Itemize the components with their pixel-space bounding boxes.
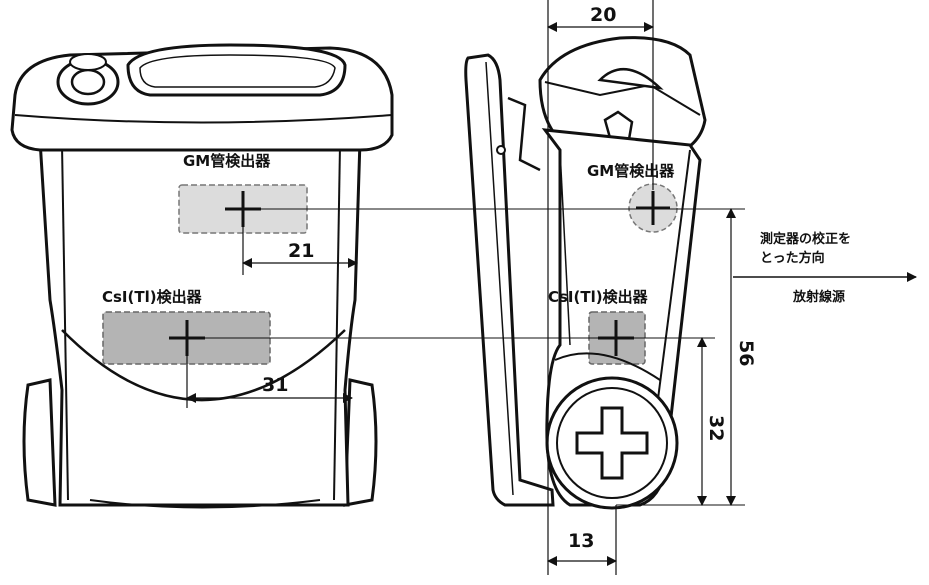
front-csi-label: CsI(Tl)検出器 [102, 288, 203, 306]
side-clip-hinge [507, 96, 541, 172]
calibration-label-line1: 測定器の校正を [760, 231, 851, 247]
front-gm-dim-value: 21 [288, 240, 314, 262]
calibration-label-line2: とった方向 [760, 250, 825, 266]
side-clip-rivet [496, 145, 506, 155]
radiation-source-label: 放射線源 [792, 289, 845, 305]
side-head-window [597, 67, 664, 90]
side-battery-rim [554, 352, 661, 381]
side-width-dim-value: 20 [590, 4, 616, 26]
front-bottom-edge [89, 499, 321, 509]
front-top-cap-band [14, 114, 393, 124]
side-view: CsI(Tl)検出器 GM管検出器 20 13 56 32 [187, 0, 757, 575]
front-view: GM管検出器 21 CsI(Tl)検出器 31 [10, 43, 394, 509]
side-height-csi-dim-value: 32 [705, 415, 727, 441]
side-head-facet [544, 81, 701, 116]
front-gm-label: GM管検出器 [183, 152, 271, 170]
front-display-window [126, 43, 347, 97]
front-csi-dim-value: 31 [262, 374, 288, 396]
front-body-inner-left [61, 144, 69, 501]
front-display-inner [139, 54, 336, 88]
side-battery-plus-icon [575, 406, 649, 480]
front-knob-inner [70, 68, 106, 96]
calibration-annotation: 測定器の校正を とった方向 放射線源 [733, 231, 917, 305]
side-clip-arm-edge [485, 61, 514, 496]
side-height-total-dim-value: 56 [735, 340, 757, 366]
side-csi-label: CsI(Tl)検出器 [548, 288, 649, 306]
front-left-bumper [22, 378, 57, 507]
front-body-inner-right [333, 144, 341, 501]
front-right-bumper [343, 378, 378, 507]
side-body-back-edge [559, 149, 571, 346]
side-clip-arm [464, 53, 555, 507]
front-knob-top [69, 53, 107, 71]
side-bottom-dim-value: 13 [568, 530, 594, 552]
side-gm-label: GM管検出器 [587, 162, 675, 180]
